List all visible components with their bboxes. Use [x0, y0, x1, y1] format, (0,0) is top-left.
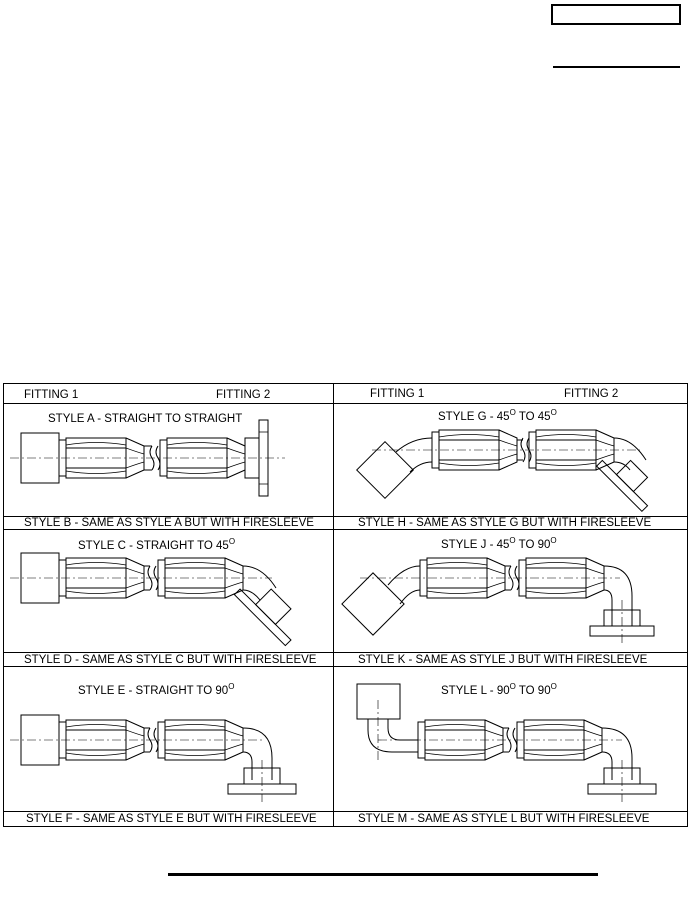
- row-divider-2b: [3, 666, 688, 667]
- row-divider-1b: [3, 529, 688, 530]
- header-box: [551, 4, 681, 25]
- header-left-fitting2: FITTING 2: [216, 389, 271, 401]
- row-divider-3: [3, 811, 688, 812]
- hose-style-table: [3, 383, 688, 827]
- style-f-footer: STYLE F - SAME AS STYLE E BUT WITH FIRES…: [26, 813, 317, 825]
- style-e-drawing: [10, 714, 297, 802]
- row-divider-2a: [3, 652, 688, 653]
- style-g-drawing: [356, 429, 649, 513]
- row-divider-1a: [3, 516, 688, 517]
- style-g-title: STYLE G - 45O TO 45O: [438, 408, 557, 424]
- header-right-fitting1: FITTING 1: [370, 388, 425, 400]
- style-l-title: STYLE L - 90O TO 90O: [441, 682, 557, 698]
- style-j-title: STYLE J - 45O TO 90O: [441, 536, 557, 552]
- style-d-footer: STYLE D - SAME AS STYLE C BUT WITH FIRES…: [24, 654, 317, 666]
- style-b-footer: STYLE B - SAME AS STYLE A BUT WITH FIRES…: [24, 517, 314, 529]
- header-rule: [553, 66, 680, 68]
- style-a-title: STYLE A - STRAIGHT TO STRAIGHT: [48, 413, 243, 425]
- style-m-footer: STYLE M - SAME AS STYLE L BUT WITH FIRES…: [358, 813, 650, 825]
- style-k-footer: STYLE K - SAME AS STYLE J BUT WITH FIRES…: [358, 654, 648, 666]
- table-center-divider: [333, 383, 334, 827]
- style-c-title: STYLE C - STRAIGHT TO 45O: [78, 537, 236, 553]
- style-h-footer: STYLE H - SAME AS STYLE G BUT WITH FIRES…: [358, 517, 652, 529]
- style-e-title: STYLE E - STRAIGHT TO 90O: [78, 682, 235, 698]
- style-l-drawing: [356, 683, 657, 802]
- table-header-divider: [3, 403, 688, 404]
- style-a-drawing: [10, 419, 285, 497]
- footer-rule: [168, 873, 598, 876]
- style-j-drawing: [341, 557, 655, 645]
- style-c-drawing: [10, 552, 292, 647]
- header-left-fitting1: FITTING 1: [24, 389, 79, 401]
- header-right-fitting2: FITTING 2: [564, 388, 619, 400]
